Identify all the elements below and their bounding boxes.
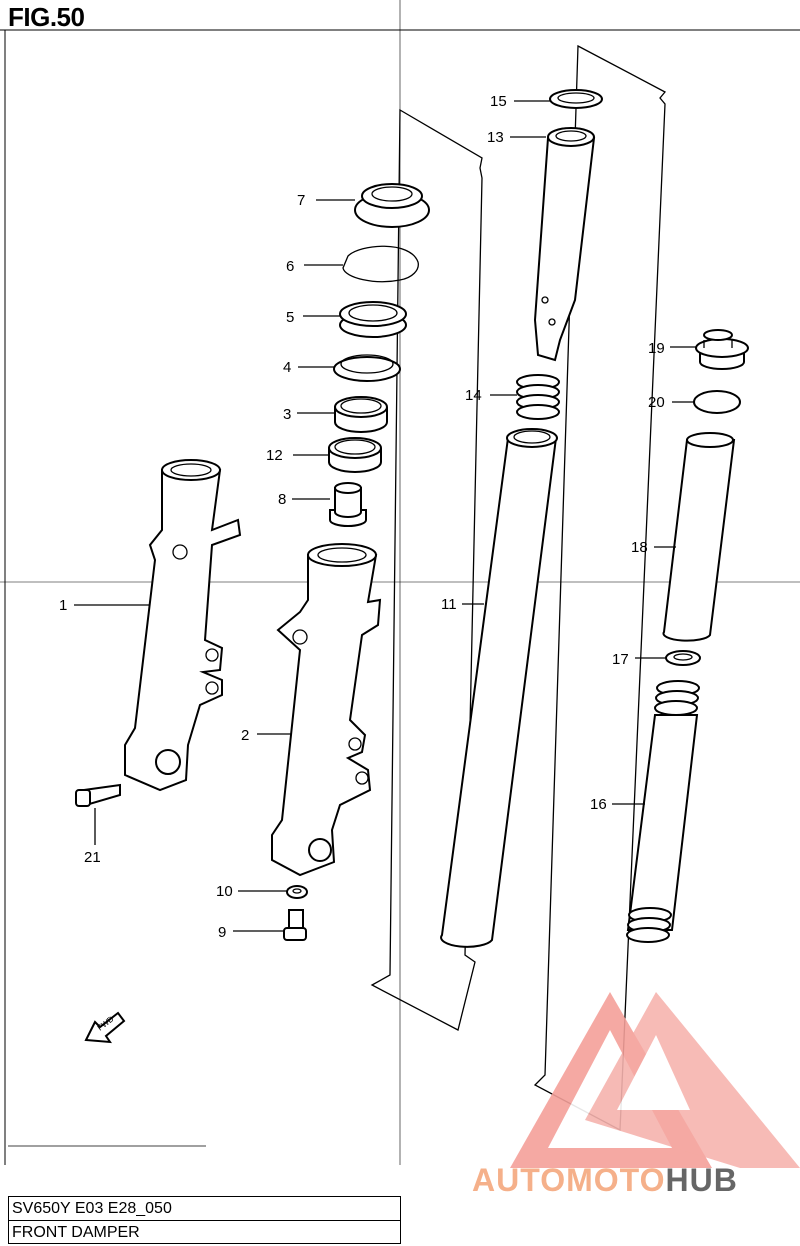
part-20-o-ring — [693, 390, 741, 414]
callout-2: 2 — [241, 727, 249, 744]
title-block: SV650Y E03 E28_050 FRONT DAMPER — [8, 1196, 401, 1244]
part-18-spacer — [662, 432, 736, 642]
part-7-dust-seal — [354, 183, 430, 228]
callout-8: 8 — [278, 491, 286, 508]
part-4-washer — [333, 354, 401, 382]
callout-6: 6 — [286, 258, 294, 275]
callout-19: 19 — [648, 340, 665, 357]
callout-15: 15 — [490, 93, 507, 110]
fwd-arrow-icon: FWD — [84, 1011, 126, 1044]
callout-11: 11 — [441, 596, 457, 613]
part-11-inner-tube — [440, 428, 558, 948]
callout-5: 5 — [286, 309, 294, 326]
callout-14: 14 — [465, 387, 482, 404]
watermark-logo — [510, 992, 800, 1168]
part-16-fork-spring — [626, 680, 700, 943]
part-13-damper-rod — [533, 127, 596, 362]
group-frame-left — [370, 108, 483, 1031]
part-10-washer — [286, 885, 308, 899]
model-code: SV650Y E03 E28_050 — [12, 1200, 172, 1217]
callout-7: 7 — [297, 192, 305, 209]
part-6-circlip — [342, 245, 419, 283]
callout-1: 1 — [59, 597, 67, 614]
callout-16: 16 — [590, 796, 607, 813]
callout-3: 3 — [283, 406, 291, 423]
callout-20: 20 — [648, 394, 665, 411]
callout-4: 4 — [283, 359, 291, 376]
assembly-name: FRONT DAMPER — [9, 1220, 400, 1244]
part-12-bushing — [328, 437, 382, 473]
part-19-fork-cap — [695, 329, 749, 370]
callout-9: 9 — [218, 924, 226, 941]
watermark-part2: HUB — [665, 1162, 738, 1198]
part-1-outer-tube — [124, 459, 242, 792]
part-3-bushing — [334, 396, 388, 433]
callout-12: 12 — [266, 447, 283, 464]
callout-13: 13 — [487, 129, 504, 146]
leader-lines — [74, 100, 696, 932]
part-14-rebound-spring — [516, 374, 560, 420]
part-15-ring — [549, 89, 603, 109]
figure-title: FIG.50 — [8, 2, 85, 32]
group-frame-right — [533, 44, 667, 1132]
callout-18: 18 — [631, 539, 648, 556]
watermark-text: AUTOMOTOHUB — [472, 1162, 738, 1199]
part-2-outer-tube — [271, 543, 382, 877]
part-21-bolt — [75, 783, 121, 807]
watermark-part1: AUTOMOTO — [472, 1162, 666, 1198]
callout-10: 10 — [216, 883, 233, 900]
part-5-oil-seal — [339, 301, 407, 338]
callout-21: 21 — [84, 849, 101, 866]
part-17-washer — [665, 650, 701, 666]
part-9-bolt — [283, 909, 307, 941]
part-8-oil-lock-piece — [329, 482, 367, 527]
callout-17: 17 — [612, 651, 629, 668]
